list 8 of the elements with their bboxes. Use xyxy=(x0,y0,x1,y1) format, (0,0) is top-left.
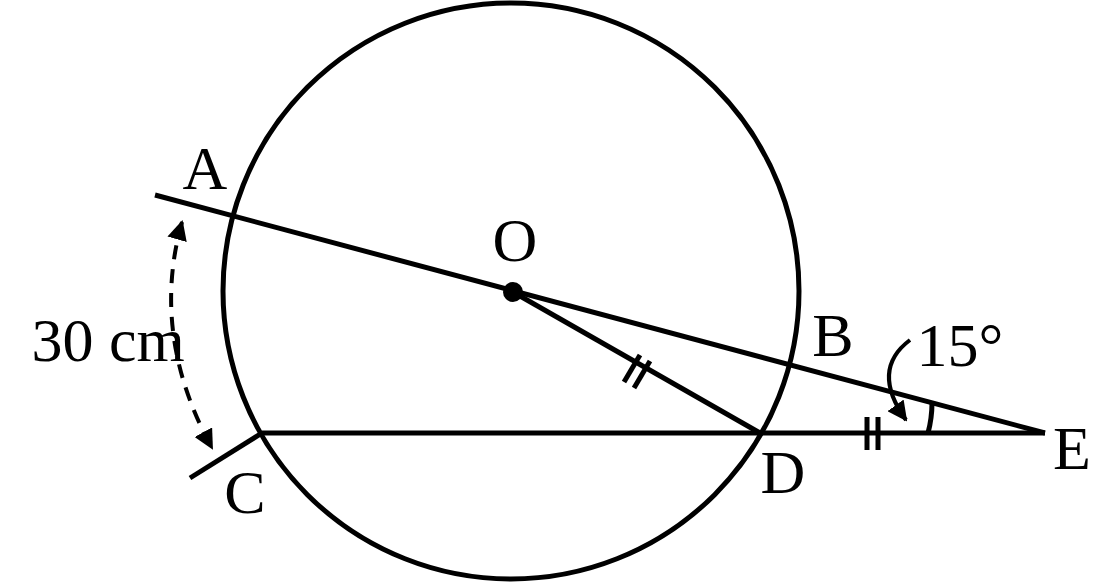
point-label: D xyxy=(760,441,806,503)
point-label: B xyxy=(812,304,854,366)
angle-label: 15° xyxy=(916,314,1004,376)
point-label: E xyxy=(1053,417,1091,479)
point-label: C xyxy=(224,461,266,523)
dimension-label: 30 cm xyxy=(31,309,185,371)
point-label: O xyxy=(492,209,538,271)
point-label: A xyxy=(182,137,228,199)
